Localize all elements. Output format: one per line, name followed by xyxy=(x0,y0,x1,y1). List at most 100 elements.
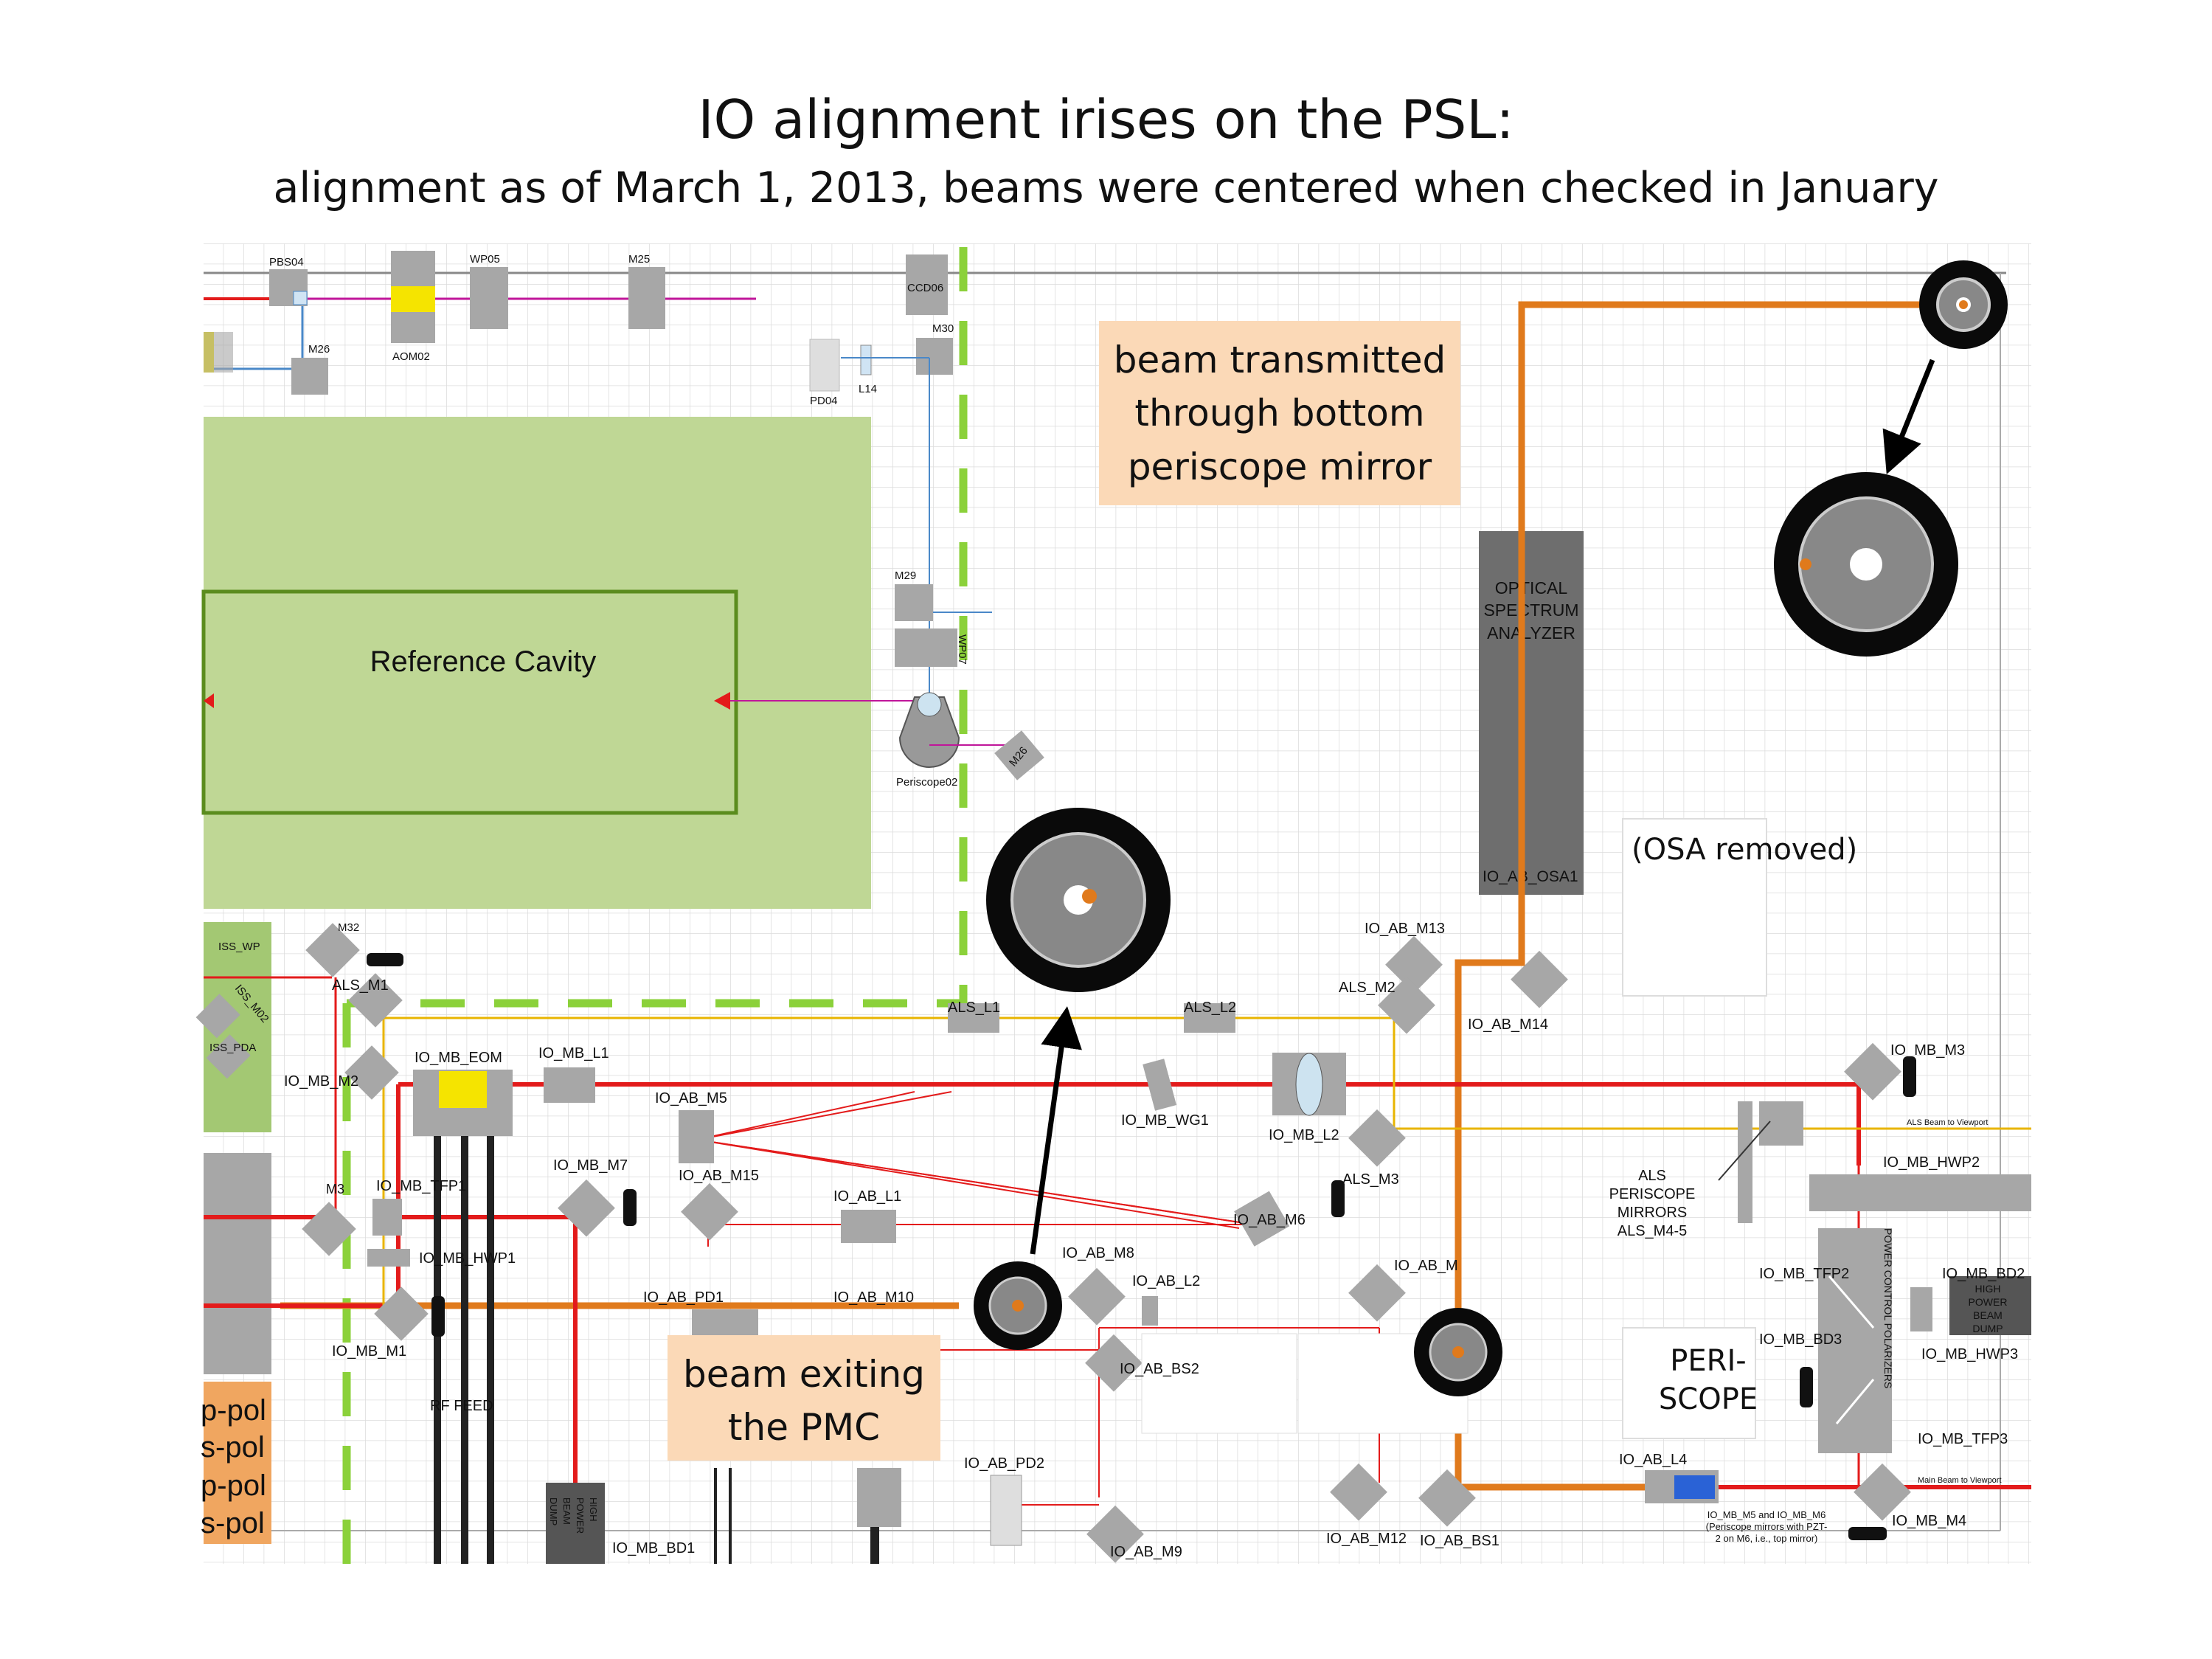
io-ab-m5 xyxy=(679,1110,714,1163)
io-mb-eom-label: IO_MB_EOM xyxy=(415,1050,502,1066)
io-ab-m14-label: IO_AB_M14 xyxy=(1468,1016,1548,1033)
bd1-line1: HIGH xyxy=(588,1497,599,1522)
als-m2-label: ALS_M2 xyxy=(1339,980,1395,996)
io-mb-tfp2-label: IO_MB_TFP2 xyxy=(1759,1266,1849,1282)
reference-cavity-outline xyxy=(201,589,738,815)
m30-label: M30 xyxy=(932,322,954,335)
io-ab-pd2-label: IO_AB_PD2 xyxy=(964,1455,1044,1472)
als-l1 xyxy=(948,1003,999,1033)
periscope-box xyxy=(1622,1327,1756,1439)
wp05-label: WP05 xyxy=(470,253,500,266)
io-mb-m4-label: IO_MB_M4 xyxy=(1892,1513,1966,1529)
m25 xyxy=(628,267,665,329)
io-mb-wg1 xyxy=(1143,1059,1177,1111)
io-ab-pd1-label: IO_AB_PD1 xyxy=(643,1289,724,1306)
l14-label: L14 xyxy=(859,383,877,395)
osa-removed-box xyxy=(1622,818,1767,997)
periscope-line2: SCOPE xyxy=(1659,1382,1758,1416)
io-ab-m12-label: IO_AB_M12 xyxy=(1326,1531,1407,1547)
io-mb-m1-label: IO_MB_M1 xyxy=(332,1343,406,1360)
iris-pmc xyxy=(974,1261,1062,1350)
reference-cavity-bg xyxy=(204,417,871,909)
m26-top-label: M26 xyxy=(308,343,330,356)
ccd06-label: CCD06 xyxy=(907,282,943,294)
black-marker-2 xyxy=(623,1189,637,1226)
iris-large-right xyxy=(1774,472,1958,657)
bd1-line3: BEAM xyxy=(561,1497,572,1525)
io-ab-l4-label: IO_AB_L4 xyxy=(1619,1452,1687,1468)
pd04 xyxy=(809,339,840,392)
black-marker-1 xyxy=(367,953,403,966)
osa-removed-label: (OSA removed) xyxy=(1632,833,1857,867)
io-mb-wg1-label: IO_MB_WG1 xyxy=(1121,1112,1209,1129)
als-periscope-line1: ALS xyxy=(1638,1168,1666,1184)
black-marker-7 xyxy=(1848,1527,1887,1540)
als-l2 xyxy=(1184,1003,1235,1033)
io-mb-tfp1-label: IO_MB_TFP1 xyxy=(376,1178,466,1194)
io-ab-m10-label: IO_AB_M10 xyxy=(833,1289,914,1306)
bd2-line2: POWER xyxy=(1969,1296,2008,1308)
als-periscope-line3: MIRRORS xyxy=(1618,1205,1687,1221)
io-ab-l2-label: IO_AB_L2 xyxy=(1132,1273,1200,1289)
rf-feed-label: RF FEED xyxy=(430,1398,493,1414)
bd2-line1: HIGH xyxy=(1975,1283,2001,1295)
io-mb-bd1-label: IO_MB_BD1 xyxy=(612,1540,695,1556)
io-mb-m7-label: IO_MB_M7 xyxy=(553,1157,628,1174)
als-m1-label: ALS_M1 xyxy=(332,977,389,994)
pd04-label: PD04 xyxy=(810,395,838,407)
io-ab-m13-label: IO_AB_M13 xyxy=(1365,921,1445,937)
io-mb-l1 xyxy=(544,1067,595,1103)
io-mb-l2-label: IO_MB_L2 xyxy=(1269,1127,1339,1143)
io-ab-l1-label: IO_AB_L1 xyxy=(833,1188,901,1205)
arrow-pmc xyxy=(1030,1006,1082,1255)
power-control-polarizers xyxy=(1818,1228,1892,1453)
periscope02-label: Periscope02 xyxy=(896,776,957,789)
black-marker-6 xyxy=(1800,1367,1813,1407)
page-subtitle: alignment as of March 1, 2013, beams wer… xyxy=(273,164,1939,212)
io-mb-hwp3-optic xyxy=(1910,1287,1932,1331)
als-l2-label: ALS_L2 xyxy=(1184,1000,1236,1016)
wp07 xyxy=(895,628,957,667)
bd2-line3: BEAM xyxy=(1973,1309,2003,1321)
unlabeled-box-1 xyxy=(1141,1333,1297,1434)
io-mb-hwp3-label: IO_MB_HWP3 xyxy=(1921,1346,2018,1362)
power-control-label: POWER CONTROL POLARIZERS xyxy=(1882,1228,1894,1388)
callout-bottom-line1: beam exiting xyxy=(683,1353,925,1396)
m26-diag xyxy=(994,730,1044,780)
arrow-top-right xyxy=(1882,359,1935,474)
callout-top-line1: beam transmitted xyxy=(1114,339,1446,381)
io-ab-m8-label: IO_AB_M8 xyxy=(1062,1245,1134,1261)
iss-wp-label: ISS_WP xyxy=(218,941,260,953)
io-ab-m9-label: IO_AB_M9 xyxy=(1110,1544,1182,1560)
io-ab-l1 xyxy=(841,1210,896,1243)
osa-line2: SPECTRUM xyxy=(1483,600,1578,620)
io-mb-bd3-label: IO_MB_BD3 xyxy=(1759,1331,1842,1348)
io-ab-m6-label: IO_AB_M6 xyxy=(1233,1212,1306,1228)
bd1-line4: DUMP xyxy=(548,1497,559,1525)
io-mb-bd2 xyxy=(1949,1276,2031,1335)
m5m6-note-1: IO_MB_M5 and IO_MB_M6 xyxy=(1707,1509,1826,1520)
m26-top xyxy=(291,358,328,395)
m32-label: M32 xyxy=(338,921,359,934)
iris-periscope xyxy=(1414,1308,1502,1396)
callout-bottom-bg xyxy=(668,1335,940,1461)
io-ab-pd2 xyxy=(990,1475,1022,1546)
als-periscope-line4: ALS_M4-5 xyxy=(1618,1223,1688,1239)
main-viewport-label: Main Beam to Viewport xyxy=(1918,1476,2002,1485)
io-ab-osa1-label: IO_AB_OSA1 xyxy=(1483,868,1578,885)
io-ab-m-label: IO_AB_M xyxy=(1394,1258,1458,1274)
l14 xyxy=(860,344,872,375)
io-mb-bd2-label: IO_MB_BD2 xyxy=(1942,1266,2025,1282)
osa-line1: OPTICAL xyxy=(1495,578,1568,598)
bd2-line4: DUMP xyxy=(1972,1323,2003,1334)
m29 xyxy=(895,584,933,621)
optical-spectrum-analyzer xyxy=(1479,531,1584,895)
pbs04-label: PBS04 xyxy=(269,256,304,269)
reference-cavity-label: Reference Cavity xyxy=(370,645,597,678)
io-mb-tfp1 xyxy=(372,1199,402,1236)
als-periscope-line2: PERISCOPE xyxy=(1609,1186,1696,1202)
iss-pda-label: ISS_PDA xyxy=(209,1042,256,1054)
m3-left-label: M3 xyxy=(326,1182,344,1196)
iris-center xyxy=(986,808,1171,992)
orange-beam-path xyxy=(1455,301,1963,1491)
